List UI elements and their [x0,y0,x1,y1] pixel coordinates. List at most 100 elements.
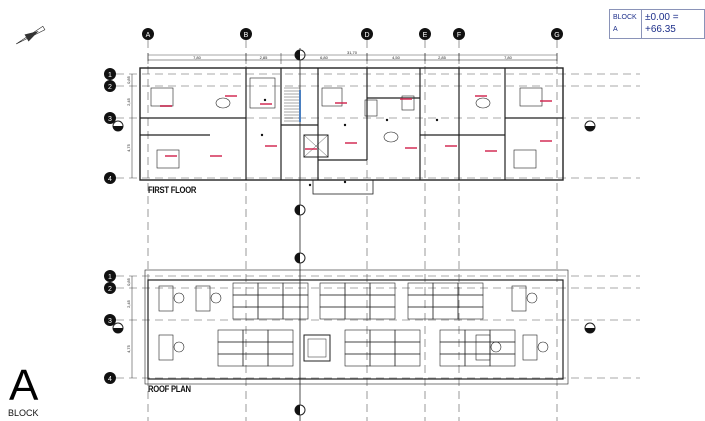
grid-row-bubble [104,172,116,184]
solar-panel [457,294,484,308]
solar-panel [439,353,466,367]
solar-panel [319,294,346,308]
solar-panel [267,353,294,367]
grid-row-label: 3 [108,116,112,123]
solar-panel [369,282,396,296]
solar-panel [457,306,484,320]
grid-row-bubble [104,372,116,384]
roof-hatch [303,334,331,362]
room-label [165,155,177,157]
solar-panel [232,294,259,308]
solar-panel [394,341,421,355]
ac-fan [526,292,538,304]
section-marker-icon [113,328,123,333]
solar-panel [242,329,269,343]
dining-table [475,97,491,109]
solar-panel [344,306,371,320]
furniture [156,149,180,169]
grid-row-label: 1 [108,274,112,281]
grid-row-bubble [104,80,116,92]
outer-wall [139,67,564,181]
grid-row-bubble [104,68,116,80]
dimension-text: 7,80 [504,55,513,60]
solar-panel [257,282,284,296]
room-label [540,140,552,142]
solar-panel [242,341,269,355]
section-marker-icon [585,328,595,333]
side-dimension-text: 0,85 [126,75,131,84]
room-label [475,95,487,97]
grid-label-B: B [244,32,249,39]
solar-panel [407,282,434,296]
dimension-text: 7,80 [193,55,202,60]
level-reference-box: BLOCK A ±0.00 = +66.35 [609,9,705,39]
grid-row-bubble [104,270,116,282]
room-label [160,105,172,107]
solar-panel [369,294,396,308]
room-label [210,155,222,157]
solar-panel [369,306,396,320]
solar-panel [232,306,259,320]
solar-panel [344,294,371,308]
furniture [321,87,343,107]
ac-unit [522,334,538,361]
furniture [249,77,276,109]
section-marker-icon [585,126,595,131]
grid-bubble-A [142,28,154,40]
solar-panel [369,329,396,343]
solar-panel [242,353,269,367]
solar-panel [319,306,346,320]
solar-panel [369,353,396,367]
solar-panel [407,306,434,320]
dimension-text: 6,80 [320,55,329,60]
solar-panel [217,341,244,355]
north-arrow-head [24,31,39,42]
solar-panel [369,341,396,355]
dining-table [383,131,399,143]
solar-panel [439,341,466,355]
level-marker [263,98,267,102]
solar-panel [232,282,259,296]
grid-row-label: 3 [108,318,112,325]
room-label [405,147,417,149]
grid-label-F: F [457,32,461,39]
room-label [345,142,357,144]
room-label [305,148,317,150]
ac-unit [511,285,527,312]
grid-row-label: 2 [108,84,112,91]
ac-unit [195,285,211,312]
level-marker [308,183,312,187]
level-marker [435,118,439,122]
first-floor-plan [139,67,564,195]
solar-panel [464,341,491,355]
block-label: BLOCK A [610,10,642,38]
section-marker-icon [295,205,300,215]
solar-panel [439,329,466,343]
side-dimension-text: 4,75 [126,344,131,353]
room-label [400,98,412,100]
dining-table [215,97,231,109]
roof-parapet-outer [144,269,569,385]
solar-panel [282,282,309,296]
level-value: ±0.00 = +66.35 [644,12,679,35]
solar-panel [407,294,434,308]
room-label [445,145,457,147]
solar-panel [344,353,371,367]
solar-panel [394,353,421,367]
first-floor-title: FIRST FLOOR [148,185,197,195]
section-marker-icon [113,126,123,131]
grid-row-bubble [104,282,116,294]
solar-panel [282,306,309,320]
solar-panel [267,329,294,343]
room-label [265,145,277,147]
room-label [540,100,552,102]
furniture [513,149,537,169]
section-marker-icon [295,253,300,263]
level-marker [385,118,389,122]
roof-plan [144,269,569,385]
grid-label-G: G [554,32,559,39]
roof-plan-title: ROOF PLAN [148,384,191,394]
ac-fan [173,292,185,304]
dimension-text: 4,50 [392,55,401,60]
